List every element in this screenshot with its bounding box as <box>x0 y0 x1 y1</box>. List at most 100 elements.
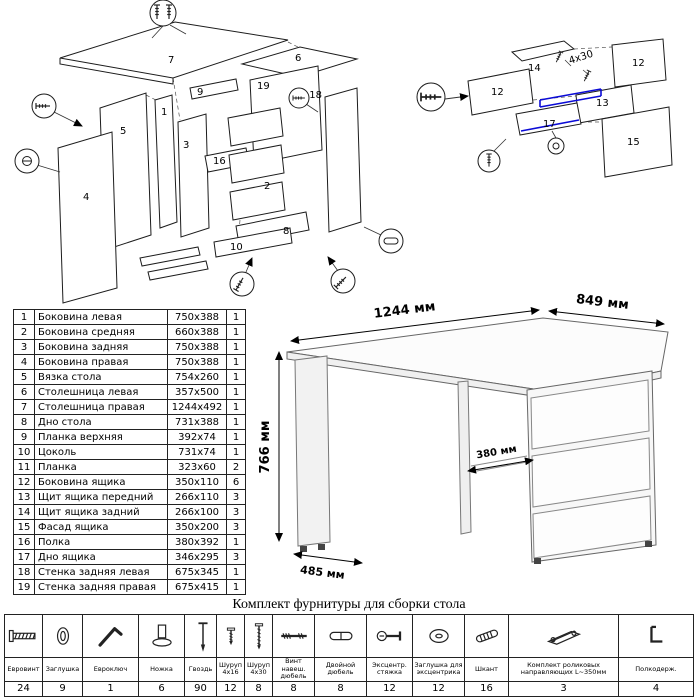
label-3: 3 <box>183 140 189 151</box>
foot-icon <box>151 624 172 647</box>
part-name: Щит ящика передний <box>34 489 168 505</box>
hw-qty: 12 <box>216 680 245 697</box>
drawer-front-2 <box>531 437 651 508</box>
part-size: 346x295 <box>167 549 227 565</box>
part-name: Стенка задняя правая <box>34 579 168 595</box>
part-qty: 2 <box>226 459 246 475</box>
part-name: Боковина правая <box>34 354 168 370</box>
drawer-slide-highlight <box>520 88 602 132</box>
hw-name: Шуруп 4x30 <box>244 657 273 682</box>
cam-icon <box>22 156 32 166</box>
plinth-10 <box>213 227 293 258</box>
hw-qty: 8 <box>244 680 273 697</box>
part-name: Планка верхняя <box>34 429 168 445</box>
hw-name: Двойной дюбель <box>314 657 367 682</box>
part-name: Дно ящика <box>34 549 168 565</box>
part-size: 1244x492 <box>167 399 227 415</box>
screw-size-note: 4x30 <box>568 49 595 67</box>
callout-circle <box>378 228 404 254</box>
part-number: 18 <box>13 564 35 580</box>
drawer-front-3 <box>532 495 652 559</box>
exploded-view-drawer: 14 12 12 13 17 15 4x30 <box>416 38 673 178</box>
part-name: Боковина левая <box>34 309 168 325</box>
part-qty: 1 <box>226 354 246 370</box>
label-1: 1 <box>161 107 167 118</box>
part-size: 266x100 <box>167 504 227 520</box>
hw-name: Шкант <box>464 657 509 682</box>
parts-table-row: 18 Стенка задняя левая 675x345 1 <box>13 564 246 580</box>
part-name: Вязка стола <box>34 369 168 385</box>
callout-circle <box>547 137 565 155</box>
hw-name: Гвоздь <box>184 657 217 682</box>
part-name: Полка <box>34 534 168 550</box>
part-labels-left: 7 6 19 9 18 1 5 3 16 2 4 8 10 <box>83 53 322 253</box>
drawer-front-1 <box>530 379 650 450</box>
parts-table-row: 1 Боковина левая 750x388 1 <box>13 309 246 325</box>
drawer-slide-icon <box>546 630 581 645</box>
hw-qty: 3 <box>508 680 619 697</box>
part-name: Дно стола <box>34 414 168 430</box>
drawer-side-12-right <box>611 38 667 88</box>
part-qty: 1 <box>226 339 246 355</box>
part-number: 3 <box>13 339 35 355</box>
label-9: 9 <box>197 87 203 98</box>
parts-table-row: 15 Фасад ящика 350x200 3 <box>13 519 246 535</box>
part-number: 16 <box>13 534 35 550</box>
hw-name: Комплект роликовых направляющих L~350мм <box>508 657 619 682</box>
hw-qty: 90 <box>184 680 217 697</box>
label-4: 4 <box>83 192 89 203</box>
label-15: 15 <box>627 137 640 148</box>
desk-foot <box>318 544 325 550</box>
double-dowel-icon <box>329 631 352 641</box>
part-qty: 1 <box>226 444 246 460</box>
cap-icon <box>56 627 69 645</box>
part-number: 6 <box>13 384 35 400</box>
label-12a: 12 <box>491 87 504 98</box>
parts-table-row: 7 Столешница правая 1244x492 1 <box>13 399 246 415</box>
label-18: 18 <box>309 90 322 101</box>
label-12b: 12 <box>632 58 645 69</box>
parts-table-row: 6 Столешница левая 357x500 1 <box>13 384 246 400</box>
part-size: 675x415 <box>167 579 227 595</box>
part-number: 15 <box>13 519 35 535</box>
hardware-table: Евровинт Заглушка Евроключ Ножка Гвоздь … <box>4 614 694 697</box>
label-14: 14 <box>528 63 541 74</box>
hw-qty: 8 <box>272 680 315 697</box>
hw-name: Заглушка для эксцентрика <box>412 657 465 682</box>
part-qty: 1 <box>226 534 246 550</box>
screw-4x16-icon <box>226 627 235 646</box>
part-labels-right: 14 12 12 13 17 15 4x30 <box>491 49 645 148</box>
nail-icon <box>198 622 208 652</box>
part-number: 5 <box>13 369 35 385</box>
hw-name: Эксцентр. стяжка <box>366 657 413 682</box>
part-qty: 1 <box>226 414 246 430</box>
desk-foot <box>645 541 652 547</box>
part-number: 8 <box>13 414 35 430</box>
parts-table-row: 16 Полка 380x392 1 <box>13 534 246 550</box>
part-name: Боковина задняя <box>34 339 168 355</box>
drawer-back-14 <box>510 40 576 62</box>
hw-qty: 9 <box>42 680 83 697</box>
part-qty: 6 <box>226 474 246 490</box>
label-17: 17 <box>543 119 556 130</box>
confirmat-screw-icon <box>8 629 35 643</box>
part-qty: 3 <box>226 489 246 505</box>
hw-name: Шуруп 4x16 <box>216 657 245 682</box>
drawer-facade-15 <box>601 106 673 178</box>
parts-table-row: 5 Вязка стола 754x260 1 <box>13 369 246 385</box>
drawer-box-c <box>229 181 286 221</box>
part-size: 392x74 <box>167 429 227 445</box>
hw-qty: 12 <box>366 680 413 697</box>
exploded-view-desk: 7 6 19 9 18 1 5 3 16 2 4 8 10 <box>14 0 404 304</box>
label-6: 6 <box>295 53 301 64</box>
rail-11a <box>139 246 201 267</box>
part-number: 12 <box>13 474 35 490</box>
part-name: Боковина средняя <box>34 324 168 340</box>
part-qty: 3 <box>226 519 246 535</box>
top-rail-9 <box>189 78 239 100</box>
back-side-3 <box>177 113 210 238</box>
parts-table-row: 3 Боковина задняя 750x388 1 <box>13 339 246 355</box>
parts-table-row: 17 Дно ящика 346x295 3 <box>13 549 246 565</box>
